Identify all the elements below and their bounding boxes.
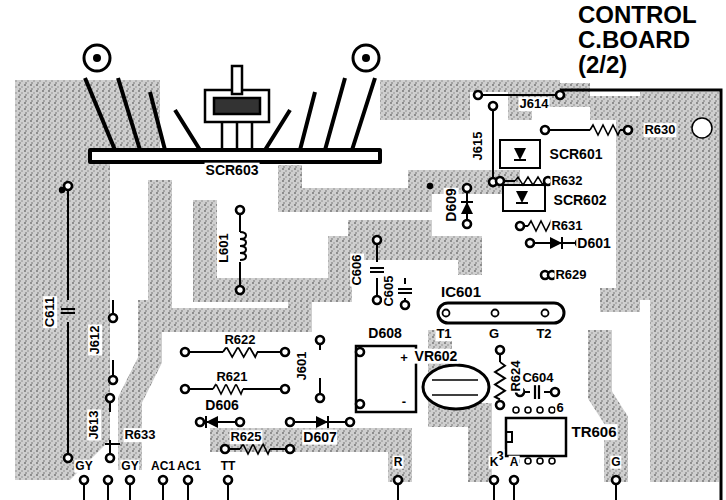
component-label: IC601: [440, 284, 482, 300]
component-label: K: [489, 456, 500, 469]
component-label: J615: [471, 131, 485, 162]
component-label: TT: [220, 460, 237, 473]
component-label: R631: [550, 219, 583, 233]
component-label: AC1: [176, 460, 202, 473]
component-label: SCR602: [553, 193, 608, 208]
component-label: GY: [74, 460, 93, 473]
component-label: C604: [521, 371, 554, 385]
component-label: L601: [217, 232, 231, 264]
component-label: R621: [215, 370, 248, 384]
component-label: AC1: [150, 460, 176, 473]
component-label: R630: [643, 123, 676, 137]
component-label: R629: [554, 268, 587, 282]
component-label: D601: [576, 236, 611, 251]
component-label: J613: [87, 410, 101, 441]
component-label: TR606: [570, 424, 617, 440]
component-label: C605: [382, 274, 396, 307]
component-label: +: [399, 351, 409, 365]
component-label: R: [393, 456, 404, 469]
component-label: T1: [435, 327, 452, 341]
component-label: GY: [120, 460, 139, 473]
component-label: C611: [43, 296, 57, 328]
component-label: R625: [229, 430, 262, 444]
component-label: D607: [302, 430, 337, 445]
component-label: J614: [519, 97, 550, 111]
component-label: A: [509, 456, 520, 469]
component-label: 6: [555, 401, 564, 415]
component-label: J601: [295, 351, 309, 382]
component-label: -: [401, 395, 407, 409]
component-label: T2: [535, 327, 552, 341]
component-label: G: [610, 456, 621, 469]
component-label: J612: [88, 325, 102, 356]
component-label: R632: [550, 174, 583, 188]
component-label: VR602: [414, 349, 459, 364]
component-label: C606: [350, 253, 364, 286]
component-label: R622: [223, 333, 256, 347]
board-title: CONTROL C.BOARD (2/2): [578, 2, 718, 77]
component-label: G: [488, 327, 500, 341]
component-label: R633: [123, 428, 156, 442]
component-label: D609: [444, 187, 459, 222]
component-label: SCR601: [549, 147, 604, 162]
component-label: D606: [204, 398, 239, 413]
component-label: SCR603: [205, 163, 260, 178]
component-label: D608: [367, 326, 402, 341]
